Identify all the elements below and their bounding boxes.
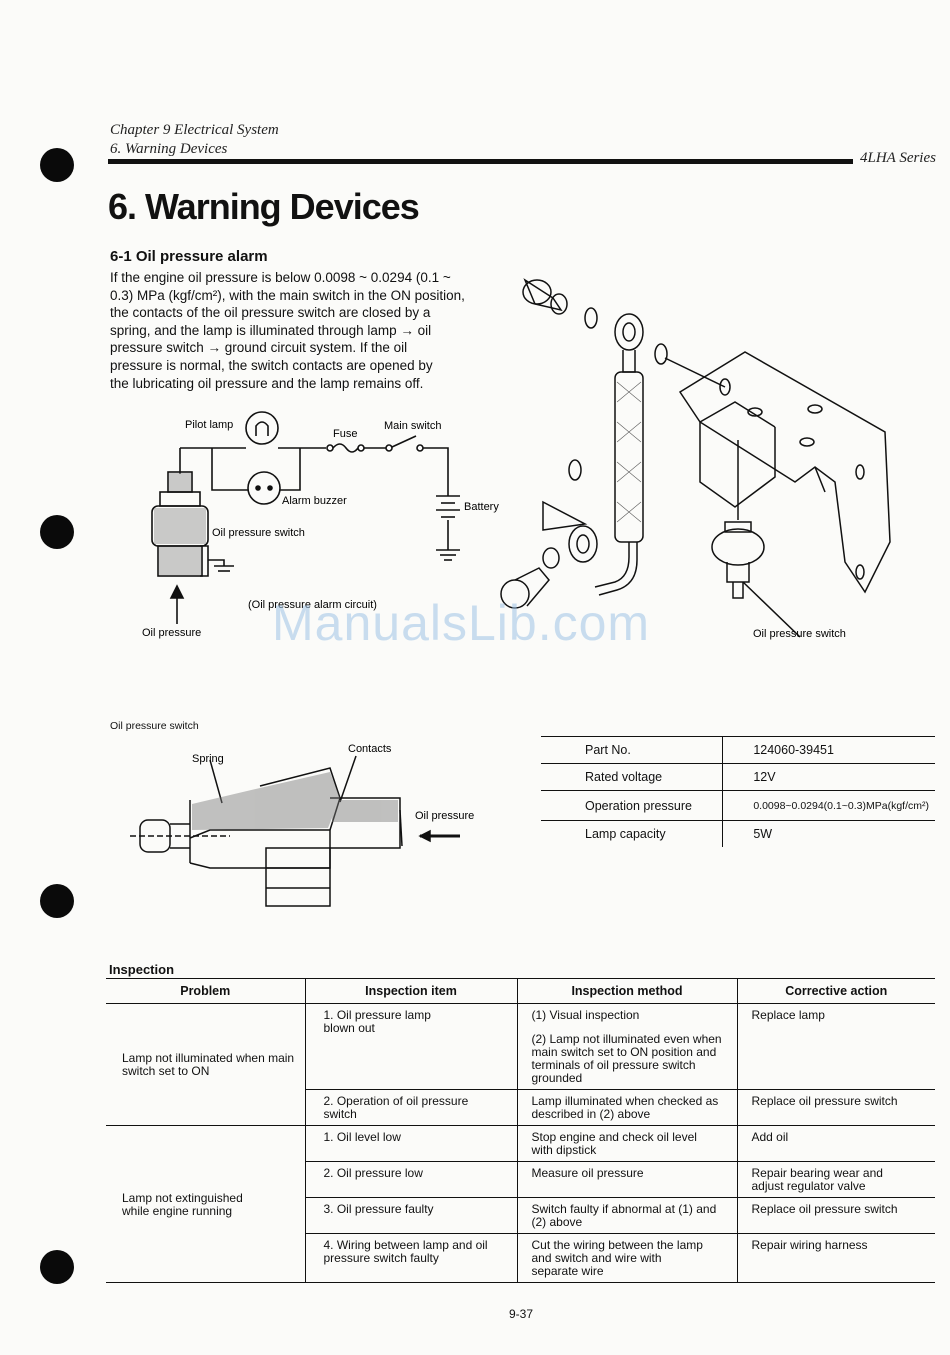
table-row: Lamp not extinguished while engine runni… [106, 1125, 935, 1283]
alarm-circuit-diagram: Pilot lamp Fuse Main switch Alarm buzzer… [142, 411, 499, 639]
spec-row: Rated voltage 12V [541, 763, 935, 791]
oil-hose-icon [614, 371, 644, 543]
alarm-buzzer-icon [247, 471, 281, 505]
spring-label: Spring [192, 753, 224, 765]
punch-hole [40, 148, 74, 182]
section-paragraph: If the engine oil pressure is below 0.00… [110, 269, 494, 392]
method-cell: Lamp illuminated when checked as describ… [516, 1089, 737, 1126]
alarm-buzzer-label: Alarm buzzer [282, 495, 347, 507]
pilot-lamp-icon [245, 411, 279, 445]
table-row: Lamp not illuminated when main switch se… [106, 1003, 935, 1126]
table-row: 2. Oil pressure low Measure oil pressure… [106, 1161, 935, 1198]
main-switch-icon [391, 435, 417, 448]
header-rule [108, 159, 853, 164]
action-cell: Add oil [736, 1125, 935, 1162]
switch-cross-section-drawing: Spring Contacts Oil pressure [130, 743, 474, 907]
table-row: 3. Oil pressure faulty Switch faulty if … [106, 1197, 935, 1234]
table-header-row: Problem Inspection item Inspection metho… [106, 978, 935, 1004]
problem-cell: Lamp not extinguished while engine runni… [106, 1125, 305, 1283]
spec-value: 0.0098~0.0294(0.1~0.3)MPa(kgf/cm²) [722, 790, 935, 821]
inspection-table: Problem Inspection item Inspection metho… [106, 978, 935, 1283]
header-chapter: Chapter 9 Electrical System [110, 122, 279, 138]
oil-pressure-switch-label: Oil pressure switch [212, 527, 305, 539]
pilot-lamp-label: Pilot lamp [185, 419, 233, 431]
punch-hole [40, 884, 74, 918]
method-cell: Stop engine and check oil level with dip… [516, 1125, 737, 1162]
method-line: (1) Visual inspection [531, 1008, 640, 1022]
item-cell: 2. Operation of oil pressure switch [304, 1089, 517, 1126]
header-series: 4LHA Series [860, 150, 936, 166]
header-section: 6. Warning Devices [110, 141, 228, 157]
spec-label: Part No. [585, 743, 631, 757]
oil-pressure-switch-icon [711, 528, 765, 566]
page-title: 6. Warning Devices [108, 186, 420, 227]
oil-pressure-label: Oil pressure [415, 810, 474, 822]
oil-pressure-assembly-drawing: Oil pressure switch [500, 278, 891, 640]
method-cell: (1) Visual inspection (2) Lamp not illum… [516, 1003, 737, 1090]
spec-row: Lamp capacity 5W [541, 820, 935, 847]
spec-value: 12V [722, 763, 935, 791]
problem-cell: Lamp not illuminated when main switch se… [106, 1003, 305, 1126]
action-cell: Replace oil pressure switch [736, 1089, 935, 1126]
table-row: 4. Wiring between lamp and oil pressure … [106, 1233, 935, 1283]
punch-hole [40, 515, 74, 549]
spec-label: Lamp capacity [585, 827, 666, 841]
spec-label: Rated voltage [585, 770, 663, 784]
header-problem: Problem [106, 978, 305, 1004]
switch-section-title: Oil pressure switch [110, 720, 199, 732]
spec-row: Operation pressure 0.0098~0.0294(0.1~0.3… [541, 790, 935, 821]
inspection-title: Inspection [109, 962, 175, 977]
item-cell: 1. Oil level low [304, 1125, 517, 1162]
spec-row: Part No. 124060-39451 [541, 736, 935, 764]
assembly-switch-label: Oil pressure switch [753, 628, 846, 640]
method-cell: Measure oil pressure [516, 1161, 737, 1198]
paragraph-line: If the engine oil pressure is below 0.00… [110, 270, 451, 285]
paragraph-line: the lubricating oil pressure and the lam… [110, 375, 424, 391]
paragraph-line: pressure switch → ground circuit system.… [110, 340, 408, 356]
item-cell: 3. Oil pressure faulty [304, 1197, 517, 1234]
spec-table: Part No. 124060-39451 Rated voltage 12V … [541, 736, 935, 847]
paragraph-line: 0.3) MPa (kgf/cm²), with the main switch… [110, 287, 465, 303]
spec-label: Operation pressure [585, 798, 693, 813]
bracket-icon [678, 351, 891, 594]
action-cell: Repair bearing wear and adjust regulator… [736, 1161, 935, 1198]
header-item: Inspection item [304, 978, 517, 1004]
action-cell: Replace oil pressure switch [736, 1197, 935, 1234]
page-number: 9-37 [509, 1307, 534, 1321]
header-action: Corrective action [736, 978, 935, 1004]
watermark: ManualsLib.com [272, 595, 651, 651]
method-cell: Cut the wiring between the lamp and swit… [516, 1233, 737, 1283]
paragraph-line: the contacts of the oil pressure switch … [110, 305, 431, 321]
header-method: Inspection method [516, 978, 737, 1004]
table-row: 2. Operation of oil pressure switch Lamp… [106, 1089, 935, 1126]
method-cell: Switch faulty if abnormal at (1) and (2)… [516, 1197, 737, 1234]
battery-label: Battery [464, 501, 499, 513]
action-cell: Replace lamp [736, 1003, 935, 1090]
paragraph-line: spring, and the lamp is illuminated thro… [110, 322, 432, 338]
main-switch-label: Main switch [384, 420, 441, 432]
section-heading: 6-1 Oil pressure alarm [110, 248, 268, 265]
item-cell: 4. Wiring between lamp and oil pressure … [304, 1233, 517, 1283]
paragraph-line: pressure is normal, the switch contacts … [110, 357, 433, 373]
action-cell: Repair wiring harness [736, 1233, 935, 1283]
fuse-icon [332, 443, 359, 453]
contacts-label: Contacts [348, 743, 392, 755]
method-line: (2) Lamp not illuminated even when main … [531, 1032, 722, 1085]
item-cell: 1. Oil pressure lamp blown out [304, 1003, 517, 1090]
punch-hole [40, 1250, 74, 1284]
circuit-caption: (Oil pressure alarm circuit) [248, 599, 377, 611]
item-cell: 2. Oil pressure low [304, 1161, 517, 1198]
spec-value: 124060-39451 [722, 736, 935, 764]
spec-value: 5W [722, 820, 935, 847]
fuse-label: Fuse [333, 428, 357, 440]
oil-pressure-label: Oil pressure [142, 627, 201, 639]
